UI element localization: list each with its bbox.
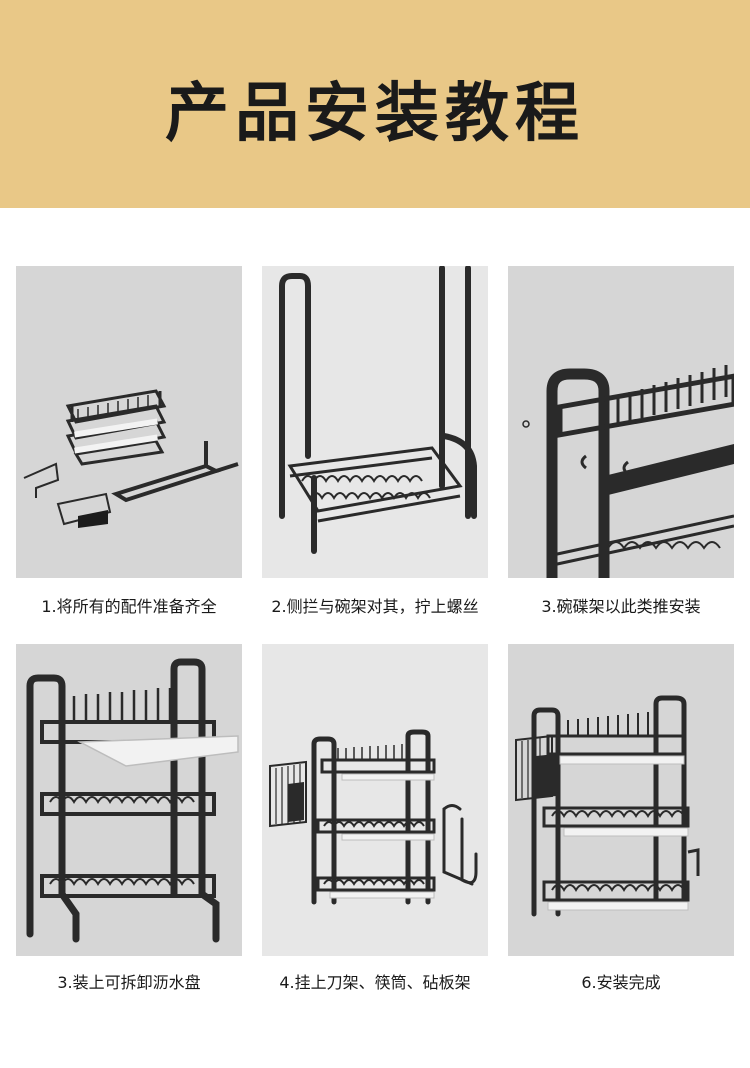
step-4-image bbox=[16, 644, 242, 956]
step-3-caption: 3.碗碟架以此类推安装 bbox=[541, 597, 701, 616]
parts-layout-icon bbox=[23, 389, 239, 528]
step-5-caption: 4.挂上刀架、筷筒、砧板架 bbox=[279, 973, 471, 992]
step-1-caption: 1.将所有的配件准备齐全 bbox=[41, 597, 217, 616]
rack-with-accessories-icon bbox=[269, 729, 478, 905]
page-title: 产品安装教程 bbox=[165, 77, 585, 151]
finished-rack-icon bbox=[515, 695, 700, 917]
three-tier-rack-tray-icon bbox=[26, 658, 239, 943]
step-2-caption: 2.侧拦与碗架对其，拧上螺丝 bbox=[271, 597, 479, 616]
step-6-caption: 6.安装完成 bbox=[581, 973, 661, 992]
header-banner: 产品安装教程 bbox=[0, 0, 750, 208]
step-6-image bbox=[508, 644, 734, 956]
step-3-image bbox=[508, 266, 734, 578]
step-4-caption: 3.装上可拆卸沥水盘 bbox=[57, 973, 201, 992]
step-1-image bbox=[16, 266, 242, 578]
step-2-image bbox=[262, 266, 488, 578]
rack-closeup-icon bbox=[522, 365, 734, 578]
frame-assembly-icon bbox=[279, 266, 477, 554]
step-5-image bbox=[262, 644, 488, 956]
